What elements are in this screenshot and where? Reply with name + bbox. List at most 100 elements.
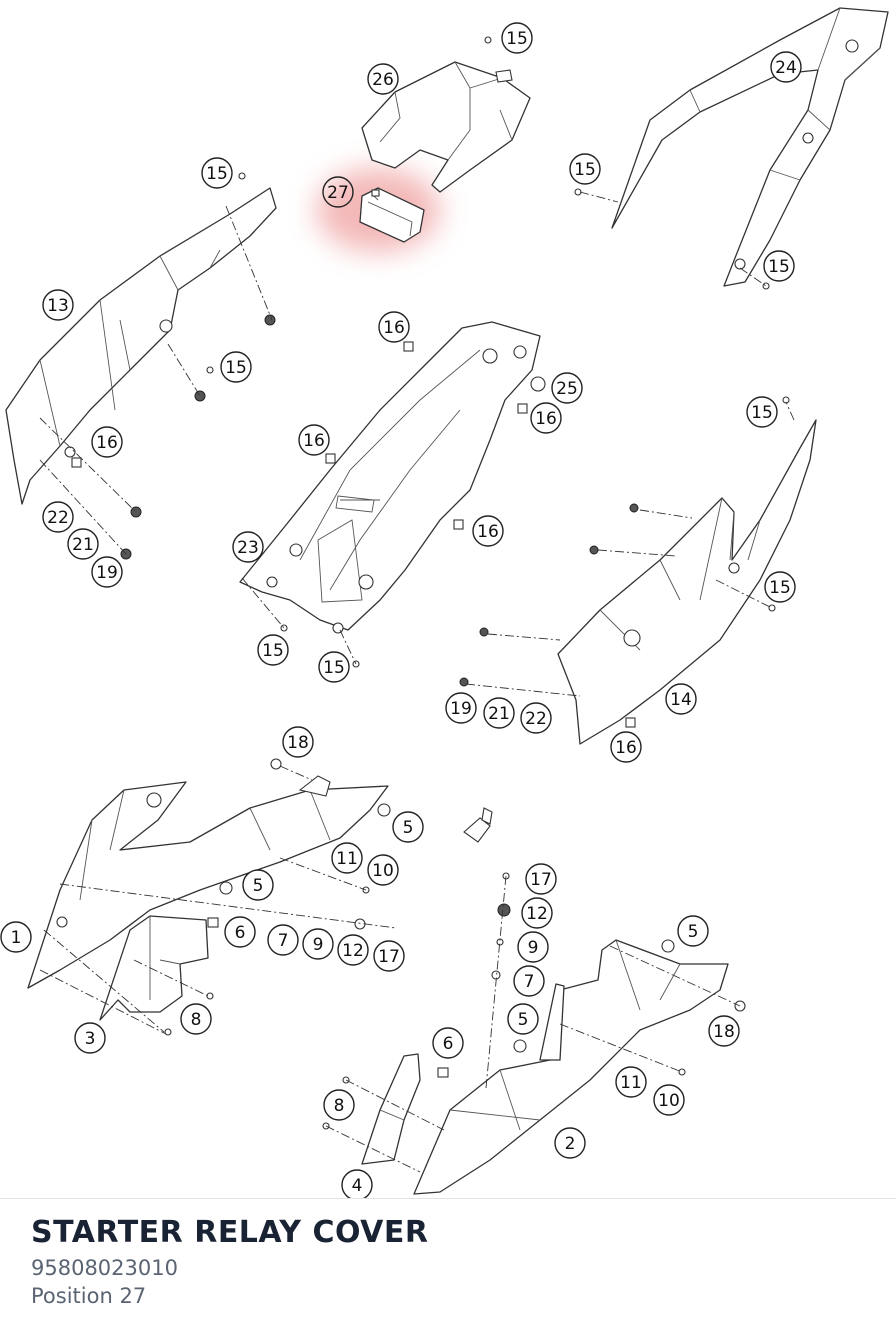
callout-15[interactable]: 15: [318, 651, 350, 683]
part-24-grab-rail[interactable]: [611, 7, 889, 287]
callout-11[interactable]: 11: [331, 842, 363, 874]
part-1-left-fairing[interactable]: [27, 775, 389, 989]
callout-text: 18: [287, 733, 309, 753]
callout-14[interactable]: 14: [665, 683, 697, 715]
callout-19[interactable]: 19: [445, 692, 477, 724]
callout-text: 5: [253, 876, 264, 896]
callout-circle: [367, 63, 399, 95]
callout-12[interactable]: 12: [521, 897, 553, 929]
callout-circle: [501, 22, 533, 54]
callout-text: 11: [336, 849, 358, 869]
callout-21[interactable]: 21: [483, 697, 515, 729]
callout-24[interactable]: 24: [770, 51, 802, 83]
callout-6[interactable]: 6: [224, 916, 256, 948]
callout-21[interactable]: 21: [67, 528, 99, 560]
callout-13[interactable]: 13: [42, 289, 74, 321]
callout-text: 10: [372, 861, 394, 881]
callout-17[interactable]: 17: [373, 940, 405, 972]
part-14-right-side-panel[interactable]: [557, 419, 817, 745]
callout-25[interactable]: 25: [551, 372, 583, 404]
callout-15[interactable]: 15: [201, 157, 233, 189]
part-3-inner-panel[interactable]: [99, 915, 209, 1021]
callout-circle: [367, 854, 399, 886]
callout-text: 7: [278, 931, 289, 951]
callout-circle: [42, 501, 74, 533]
callout-circle: [513, 965, 545, 997]
callout-text: 16: [383, 318, 405, 338]
callout-11[interactable]: 11: [615, 1066, 647, 1098]
callout-16[interactable]: 16: [472, 515, 504, 547]
callout-8[interactable]: 8: [323, 1089, 355, 1121]
callout-15[interactable]: 15: [569, 153, 601, 185]
callout-19[interactable]: 19: [91, 556, 123, 588]
callout-text: 15: [574, 160, 596, 180]
callout-10[interactable]: 10: [367, 854, 399, 886]
part-13-left-side-panel[interactable]: [5, 187, 277, 505]
callout-text: 19: [96, 563, 118, 583]
callout-text: 23: [237, 538, 259, 558]
callout-circle: [282, 726, 314, 758]
callout-15[interactable]: 15: [501, 22, 533, 54]
callout-circle: [392, 811, 424, 843]
part-26-relay-box[interactable]: [361, 61, 531, 193]
callout-16[interactable]: 16: [298, 424, 330, 456]
callout-5[interactable]: 5: [242, 869, 274, 901]
callout-27[interactable]: 27: [322, 176, 354, 208]
callout-16[interactable]: 16: [610, 731, 642, 763]
part-23-under-seat-tray[interactable]: [239, 321, 541, 634]
callout-15[interactable]: 15: [220, 351, 252, 383]
misc-hardware: [71, 36, 790, 1130]
callout-1[interactable]: 1: [0, 921, 32, 953]
part-2-right-fairing[interactable]: [413, 939, 729, 1195]
callout-22[interactable]: 22: [42, 501, 74, 533]
callout-circle: [220, 351, 252, 383]
callout-26[interactable]: 26: [367, 63, 399, 95]
callout-16[interactable]: 16: [530, 402, 562, 434]
callout-12[interactable]: 12: [337, 934, 369, 966]
callout-22[interactable]: 22: [520, 702, 552, 734]
callout-15[interactable]: 15: [257, 634, 289, 666]
callout-3[interactable]: 3: [74, 1022, 106, 1054]
callout-7[interactable]: 7: [267, 924, 299, 956]
callout-6[interactable]: 6: [432, 1027, 464, 1059]
callout-18[interactable]: 18: [282, 726, 314, 758]
callout-text: 11: [620, 1073, 642, 1093]
callout-circle: [483, 697, 515, 729]
callout-5[interactable]: 5: [507, 1003, 539, 1035]
callout-16[interactable]: 16: [378, 311, 410, 343]
callout-8[interactable]: 8: [180, 1003, 212, 1035]
callout-circle: [615, 1066, 647, 1098]
callout-text: 1: [11, 928, 22, 948]
callout-15[interactable]: 15: [746, 396, 778, 428]
callout-circle: [770, 51, 802, 83]
callout-circle: [0, 921, 32, 953]
callout-17[interactable]: 17: [525, 863, 557, 895]
callout-text: 17: [378, 947, 400, 967]
callout-circle: [267, 924, 299, 956]
callout-circle: [677, 915, 709, 947]
callout-circle: [201, 157, 233, 189]
part-27-starter-relay-cover[interactable]: [359, 187, 425, 243]
callout-circle: [42, 289, 74, 321]
callout-2[interactable]: 2: [554, 1127, 586, 1159]
callout-15[interactable]: 15: [763, 250, 795, 282]
callout-4[interactable]: 4: [341, 1169, 373, 1200]
part-4-lower-panel[interactable]: [361, 1053, 421, 1165]
callout-text: 12: [526, 904, 548, 924]
callout-5[interactable]: 5: [677, 915, 709, 947]
callout-circle: [373, 940, 405, 972]
callout-7[interactable]: 7: [513, 965, 545, 997]
callout-5[interactable]: 5: [392, 811, 424, 843]
callout-circle: [242, 869, 274, 901]
callout-9[interactable]: 9: [302, 928, 334, 960]
callout-circle: [322, 176, 354, 208]
callout-23[interactable]: 23: [232, 531, 264, 563]
callout-16[interactable]: 16: [91, 426, 123, 458]
callout-9[interactable]: 9: [517, 931, 549, 963]
callout-text: 24: [775, 58, 797, 78]
callout-15[interactable]: 15: [764, 571, 796, 603]
callout-circle: [569, 153, 601, 185]
callout-circle: [525, 863, 557, 895]
callout-10[interactable]: 10: [653, 1084, 685, 1116]
callout-18[interactable]: 18: [708, 1015, 740, 1047]
